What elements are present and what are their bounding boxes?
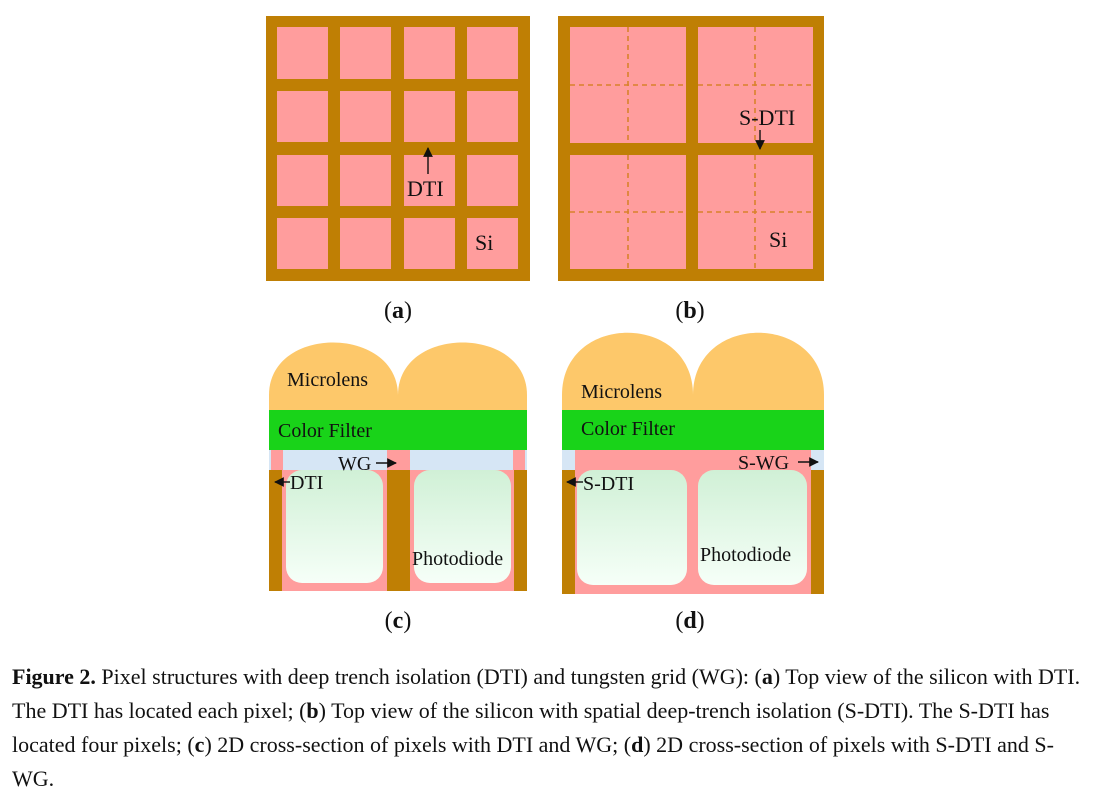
panel-d-microlens-left bbox=[562, 332, 693, 410]
panel-b-top-view-sdti: S-DTI Si bbox=[558, 16, 824, 281]
panel-c-tungsten-grid bbox=[513, 450, 525, 470]
panel-d-cross-section-sdti-swg: Microlens Color Filter S-WG S-DTI Photod… bbox=[562, 332, 824, 594]
panel-c-dti-trench bbox=[269, 470, 282, 591]
panel-d-color-filter-label: Color Filter bbox=[581, 418, 675, 440]
pixel bbox=[277, 91, 328, 142]
panel-c-color-filter bbox=[269, 410, 527, 450]
caption-ref-a: a bbox=[761, 664, 773, 689]
pixel bbox=[404, 91, 455, 142]
pixel bbox=[404, 218, 455, 269]
caption-text: ) Top view of the silicon with DTI. The … bbox=[12, 664, 1081, 723]
figure-caption: Figure 2. Pixel structures with deep tre… bbox=[12, 660, 1084, 796]
panel-c-cross-section-dti-wg: Microlens Color Filter WG DTI Photodiode bbox=[269, 342, 527, 591]
panel-d-photodiode-label: Photodiode bbox=[700, 544, 791, 566]
panel-c-tungsten-grid bbox=[271, 450, 283, 470]
pixel bbox=[277, 155, 328, 206]
panel-c-photodiode bbox=[286, 470, 383, 583]
panel-d-swg-label: S-WG bbox=[738, 452, 789, 474]
panel-c-tungsten-grid bbox=[387, 450, 410, 470]
panel-d-microlens-label: Microlens bbox=[581, 381, 662, 403]
caption-text: Pixel structures with deep trench isolat… bbox=[95, 664, 762, 689]
figure-diagram: DTI Si (a) S-DTI Si (b) bbox=[266, 16, 824, 634]
panel-b-label: (b) bbox=[675, 298, 704, 324]
panel-b-sub-pixel-dividers bbox=[570, 27, 813, 269]
pixel bbox=[277, 218, 328, 269]
pixel bbox=[404, 155, 455, 206]
panel-b-sdti-label: S-DTI bbox=[739, 105, 795, 130]
panel-c-photodiode-label: Photodiode bbox=[412, 548, 503, 570]
panel-d-microlens-right bbox=[693, 332, 824, 410]
pixel bbox=[467, 91, 518, 142]
pixel bbox=[340, 91, 391, 142]
pixel bbox=[404, 27, 455, 79]
panel-a-dti-label: DTI bbox=[407, 176, 444, 201]
caption-text: ) 2D cross-section of pixels with DTI an… bbox=[204, 732, 632, 757]
panel-d-sdti-label: S-DTI bbox=[583, 473, 634, 495]
panel-a-si-label: Si bbox=[475, 230, 493, 255]
panel-c-microlens-label: Microlens bbox=[287, 369, 368, 391]
panel-c-dti-trench bbox=[387, 470, 410, 591]
pixel bbox=[467, 218, 518, 269]
panel-d-sdti-trench bbox=[562, 470, 575, 594]
pixel bbox=[467, 155, 518, 206]
panel-c-dti-label: DTI bbox=[290, 472, 323, 494]
pixel bbox=[340, 218, 391, 269]
caption-ref-c: c bbox=[194, 732, 205, 757]
caption-ref-b: b bbox=[306, 698, 319, 723]
panel-b-si-label: Si bbox=[769, 227, 787, 252]
panel-d-photodiode bbox=[577, 470, 687, 585]
panel-d-photodiode bbox=[698, 470, 807, 585]
panel-c-label: (c) bbox=[385, 608, 412, 634]
panel-c-color-filter-label: Color Filter bbox=[278, 420, 372, 442]
panel-c-wg-label: WG bbox=[338, 453, 371, 475]
panel-a-top-view-dti: DTI Si bbox=[266, 16, 530, 281]
panel-d-label: (d) bbox=[675, 608, 704, 634]
caption-ref-d: d bbox=[631, 732, 644, 757]
panel-d-tungsten-grid bbox=[575, 450, 811, 470]
pixel bbox=[340, 27, 391, 79]
pixel bbox=[467, 27, 518, 79]
panel-c-photodiode bbox=[414, 470, 511, 583]
panel-c-dti-trench bbox=[514, 470, 527, 591]
panel-c-microlens-left bbox=[269, 342, 398, 410]
panel-a-pixel-grid bbox=[277, 27, 518, 269]
panel-c-microlens-right bbox=[398, 342, 527, 410]
pixel bbox=[277, 27, 328, 79]
panel-d-color-filter bbox=[562, 410, 824, 450]
figure-number: Figure 2. bbox=[12, 664, 96, 689]
caption-text: ) 2D cross-section of pixels with S-DTI … bbox=[12, 732, 1054, 791]
panel-d-sdti-trench bbox=[811, 470, 824, 594]
caption-text: ) Top view of the silicon with spatial d… bbox=[12, 698, 1050, 757]
pixel bbox=[340, 155, 391, 206]
panel-a-label: (a) bbox=[384, 298, 412, 324]
